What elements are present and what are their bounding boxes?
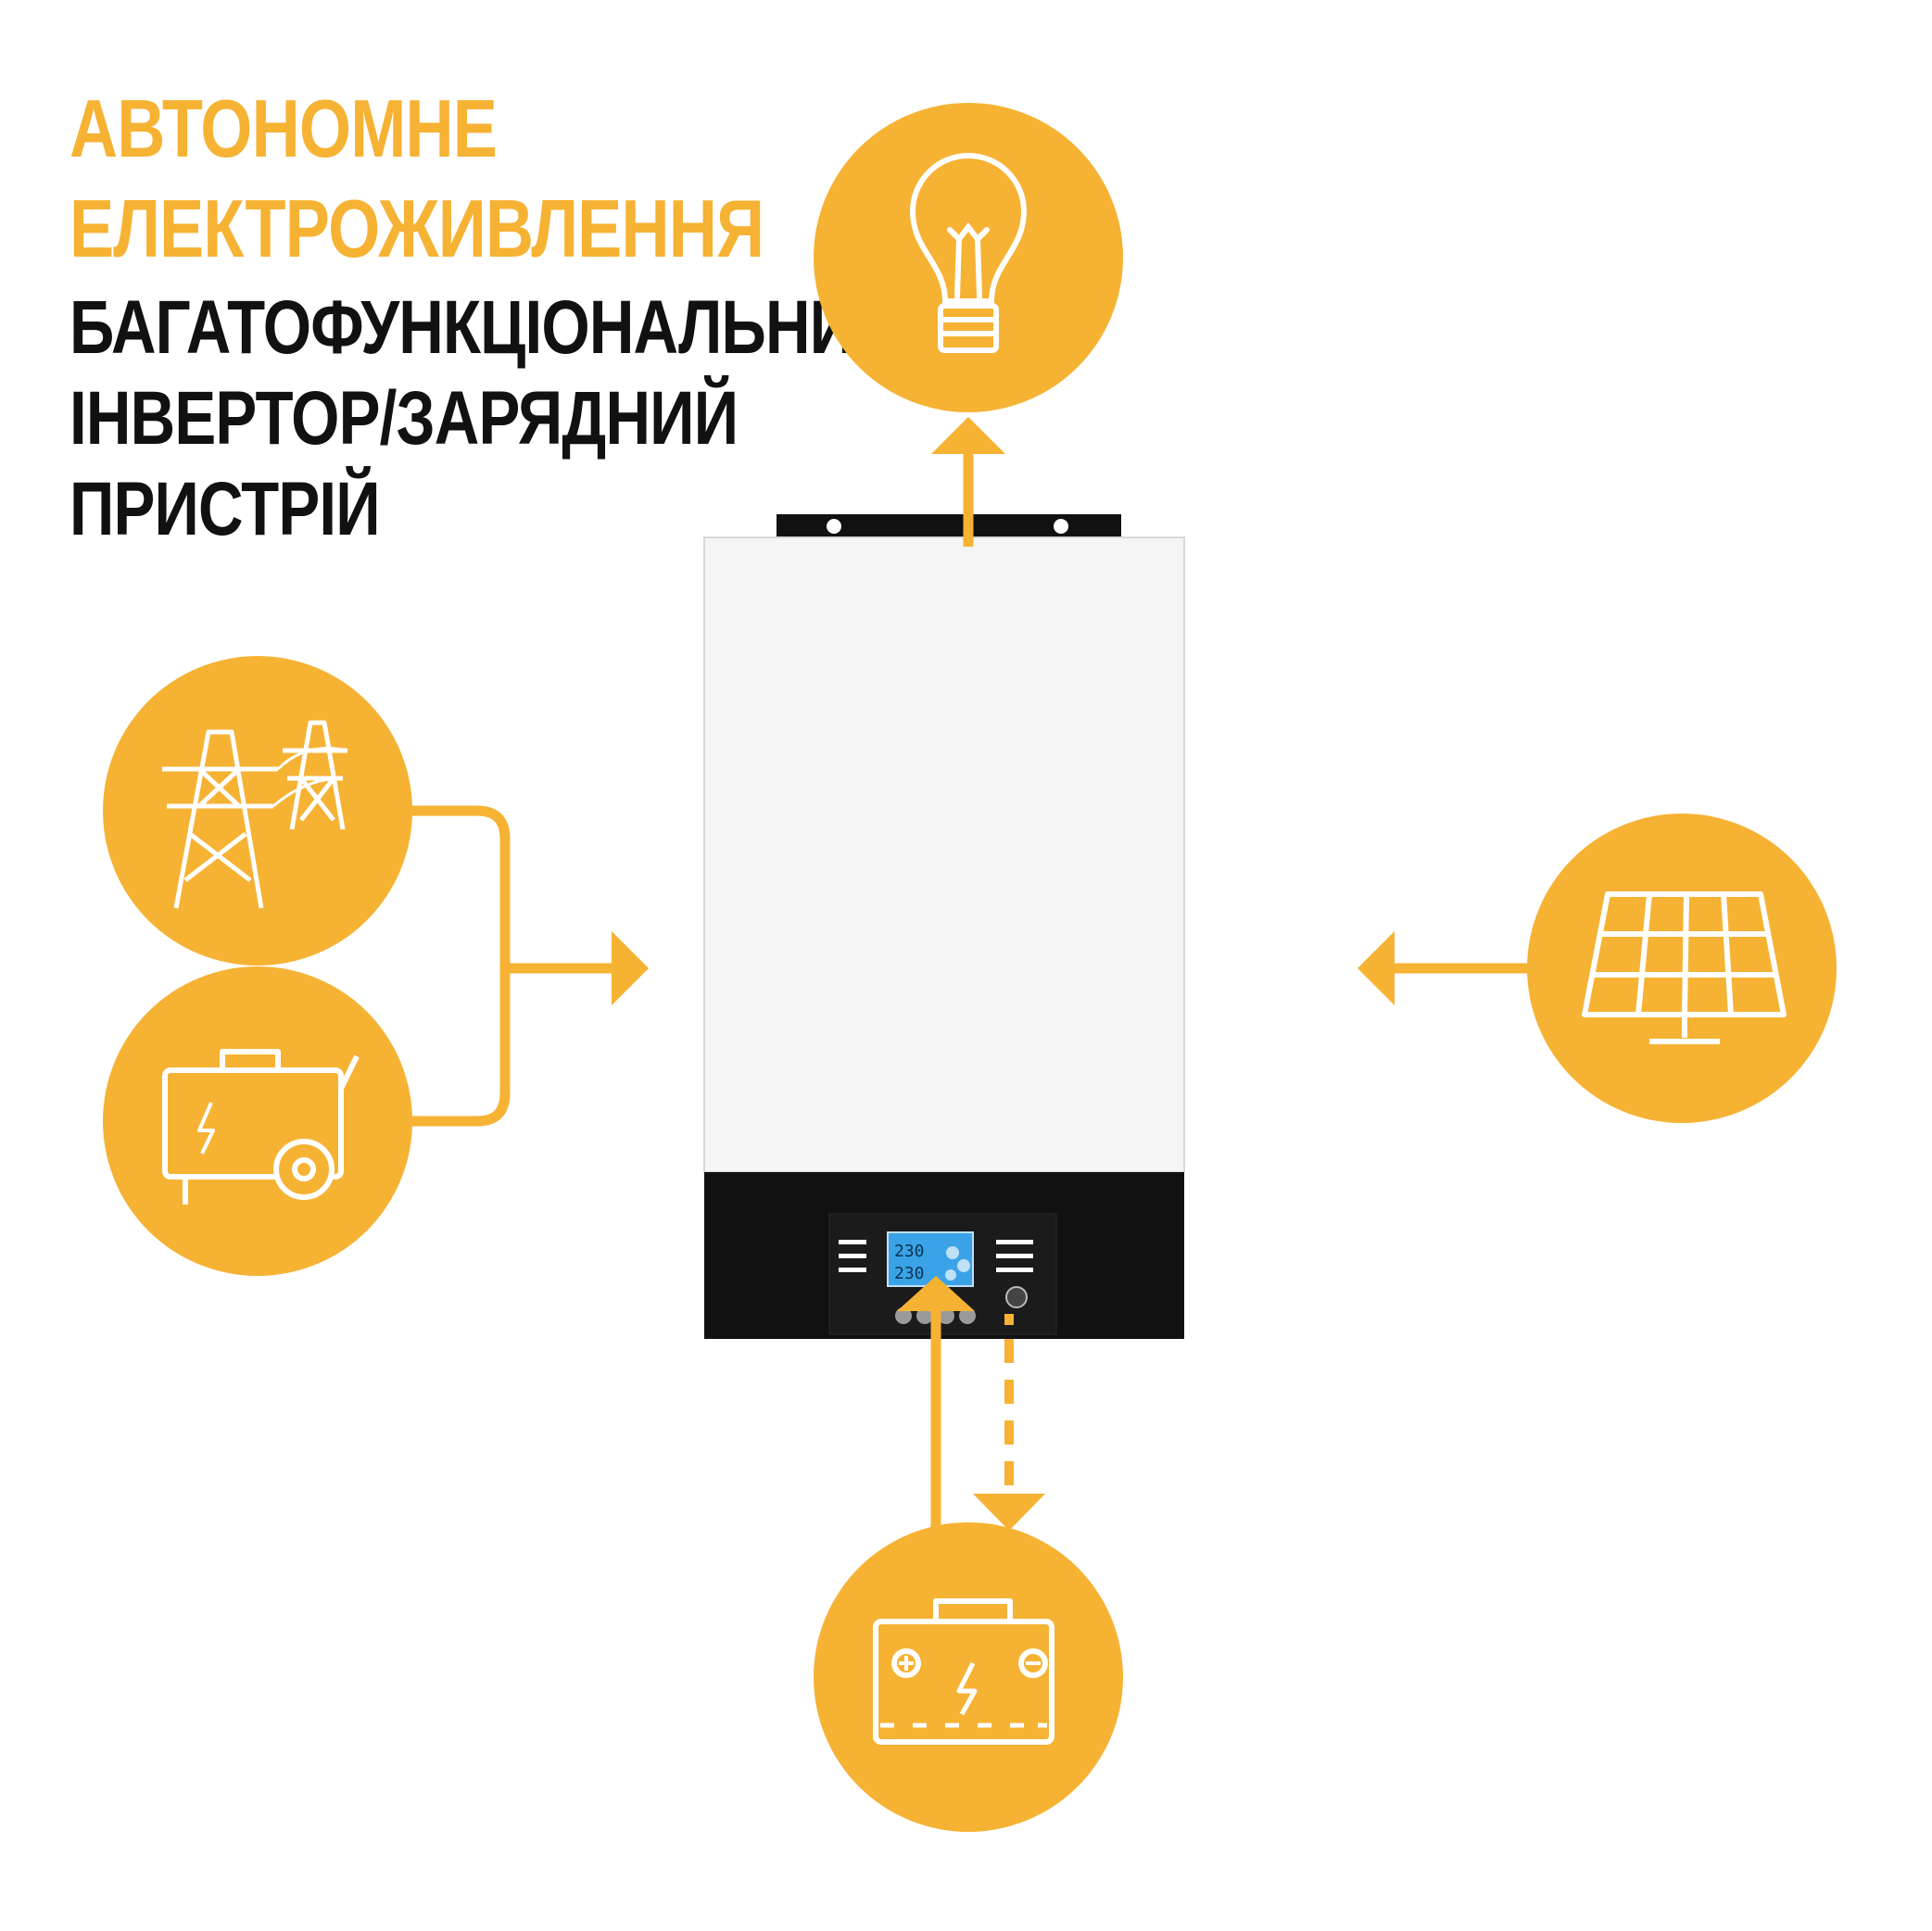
status-buttons-right	[996, 1240, 1033, 1272]
title-main-line-2: інвертор/зарядний	[69, 376, 739, 461]
title-accent-line-2: електроживлення	[69, 183, 764, 274]
grid-circle	[103, 656, 412, 966]
mount-hole-right	[1054, 519, 1068, 534]
power-line-tower-icon	[162, 720, 348, 909]
battery-icon	[873, 1598, 1054, 1745]
mount-hole-left	[827, 519, 841, 534]
arrow-from-battery	[897, 1276, 975, 1311]
arrow-to-load	[931, 417, 1005, 454]
title-accent-line-1: Автономне	[69, 82, 498, 174]
lcd-reading-2: 230	[894, 1264, 925, 1283]
status-leds-left	[839, 1240, 866, 1272]
terminal-row	[895, 1307, 976, 1324]
solar-circle	[1527, 814, 1837, 1123]
arrow-to-inverter-right	[1357, 931, 1395, 1005]
title-main-line-3: пристрій	[69, 467, 381, 551]
power-switch	[1005, 1286, 1028, 1308]
inverter-device: 230 230	[703, 514, 1185, 1339]
arrow-to-inverter-left	[612, 931, 649, 1005]
light-bulb-icon	[909, 153, 1028, 353]
load-circle	[814, 103, 1123, 412]
title-main-line-1: Багатофункціональний	[69, 285, 899, 370]
connector-grid-generator	[412, 805, 612, 1127]
generator-icon	[162, 1049, 360, 1205]
generator-circle	[103, 966, 412, 1276]
device-body	[703, 536, 1185, 1173]
solar-panel-icon	[1582, 891, 1787, 1044]
title-accent: Автономне електроживлення	[69, 79, 764, 279]
lcd-reading-1: 230	[894, 1242, 925, 1261]
title-main: Багатофункціональний інвертор/зарядний п…	[69, 283, 899, 555]
connector-solar	[1357, 931, 1529, 1005]
arrow-to-battery	[973, 1494, 1045, 1531]
mounting-bracket	[777, 514, 1121, 539]
